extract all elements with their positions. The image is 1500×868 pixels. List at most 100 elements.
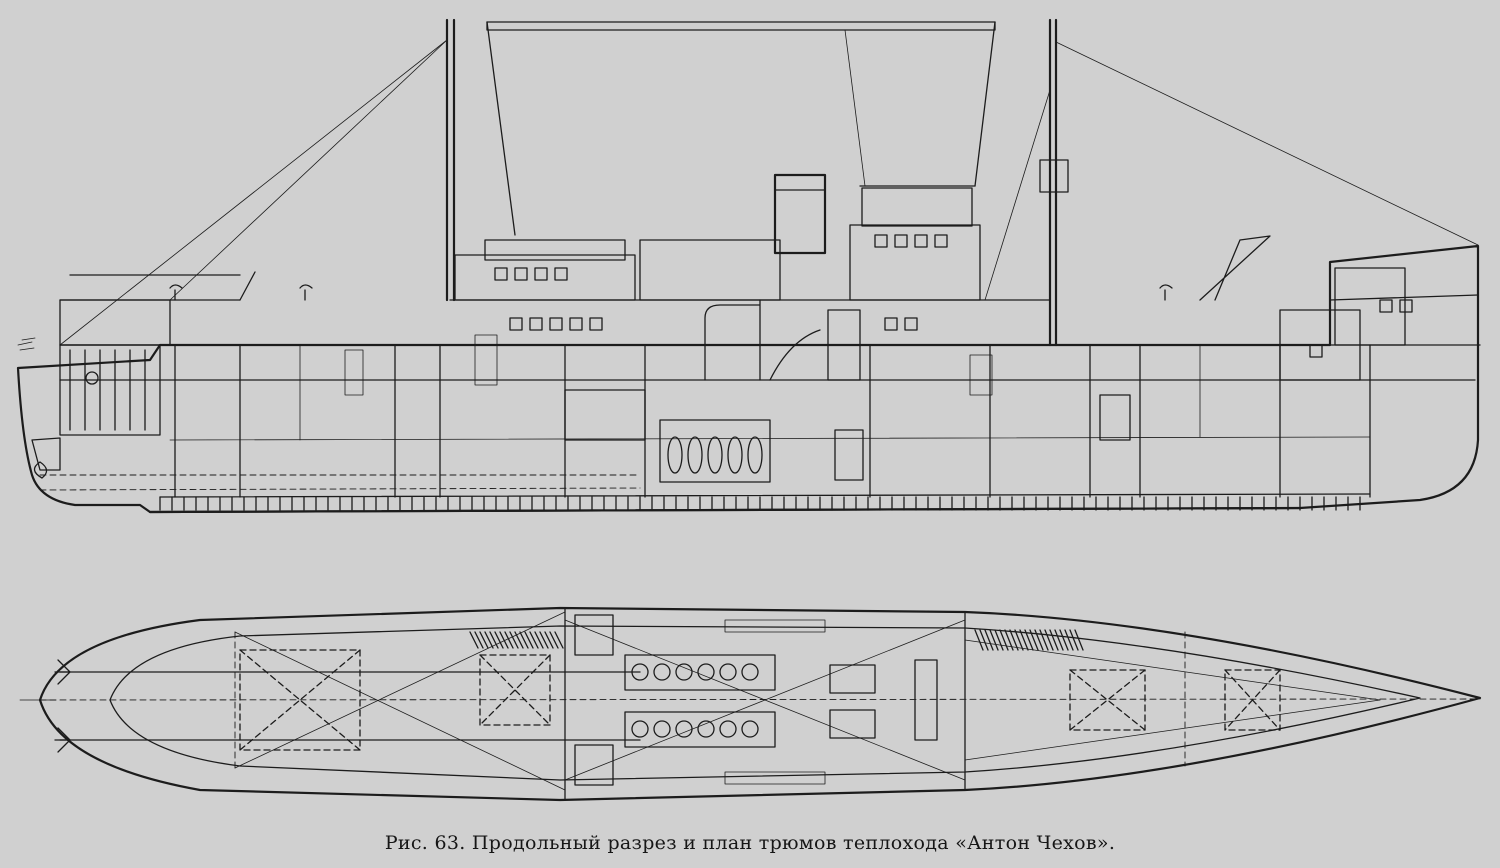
- stair-mid: [474, 334, 498, 386]
- bulkheads: [174, 344, 1371, 498]
- plan-cylinder: [675, 663, 693, 681]
- hatch-stroke: [469, 631, 479, 649]
- propeller-stern: [33, 461, 48, 479]
- longitudinal-section: [16, 18, 1481, 514]
- hatch-stroke: [1064, 629, 1074, 651]
- stern-rudder: [31, 437, 61, 471]
- window: [1399, 299, 1413, 313]
- window: [934, 234, 948, 248]
- aft-stay: [169, 39, 448, 301]
- crows-nest: [1039, 159, 1069, 193]
- hatch-stroke: [1069, 629, 1079, 651]
- window: [569, 317, 583, 331]
- engine-cylinder: [667, 436, 683, 474]
- funnel: [773, 173, 827, 255]
- window: [894, 234, 908, 248]
- plan-engine-lower: [624, 711, 776, 748]
- hatch-stroke: [504, 631, 514, 649]
- hatch-stroke: [554, 631, 564, 649]
- window: [549, 317, 563, 331]
- window: [589, 317, 603, 331]
- fore-deckhouse: [1334, 267, 1406, 346]
- mizzen-back-stay: [984, 89, 1051, 301]
- stern-wheel: [85, 371, 99, 385]
- engine-casing: [564, 389, 646, 441]
- inner-bottom: [159, 493, 1371, 498]
- plan-aux-3: [574, 614, 614, 656]
- plan-aux-1: [829, 664, 876, 694]
- stay-left-b: [844, 29, 866, 187]
- window: [1379, 299, 1393, 313]
- plan-cylinder: [675, 720, 693, 738]
- plan-engine-cylinders: [631, 663, 759, 738]
- plan-hatch-fwd: [1069, 669, 1146, 731]
- generator: [834, 429, 864, 481]
- fore-stay: [1055, 41, 1479, 246]
- hatch-stroke: [1004, 629, 1014, 651]
- forecastle-deck: [1329, 294, 1479, 301]
- top-stay-frame: [486, 21, 996, 31]
- hatch-stroke: [489, 631, 499, 649]
- engine-cylinders: [667, 436, 763, 474]
- plan-inner-outline: [109, 625, 1421, 781]
- plan-cylinder: [741, 663, 759, 681]
- plan-diag-aft-1: [234, 631, 566, 791]
- plan-cylinder: [741, 720, 759, 738]
- stay-post-right: [974, 21, 996, 187]
- hatch-stroke: [1059, 629, 1069, 651]
- aft-cabin-block: [59, 344, 161, 436]
- hatch-stroke: [499, 631, 509, 649]
- plan-propeller-upper: [54, 659, 71, 685]
- plan-cylinder: [631, 720, 649, 738]
- hatch-stroke: [999, 629, 1009, 651]
- window: [874, 234, 888, 248]
- exhaust-pipe-2: [769, 329, 821, 381]
- hatch-stroke: [494, 631, 504, 649]
- hatch-stroke: [529, 631, 539, 649]
- plan-cylinder: [653, 663, 671, 681]
- window: [884, 317, 898, 331]
- window: [509, 317, 523, 331]
- funnel-base: [639, 239, 781, 301]
- hatch-stroke: [1019, 629, 1029, 651]
- hatch-stroke: [1049, 629, 1059, 651]
- plan-chain-upper: [724, 619, 826, 633]
- aft-derrick: [239, 271, 256, 301]
- hatch-stroke: [1044, 629, 1054, 651]
- plan-diag-aft-2: [234, 611, 566, 769]
- shaft-line-2: [39, 487, 641, 491]
- superstructure-windows: [494, 234, 1413, 358]
- stair-aft: [344, 349, 364, 396]
- hatch-stroke: [519, 631, 529, 649]
- hatch-stroke: [974, 629, 984, 651]
- aft-stay-2: [59, 39, 448, 346]
- window: [514, 267, 528, 281]
- stair-fwd: [969, 354, 993, 396]
- plan-cylinder: [697, 663, 715, 681]
- engine-cylinder: [747, 436, 763, 474]
- vent-2: [299, 284, 313, 301]
- figure-caption: Рис. 63. Продольный разрез и план трюмов…: [384, 832, 1116, 854]
- plan-diag-fwd-2: [964, 699, 1381, 761]
- vent-3: [1159, 284, 1173, 301]
- plan-chain-lower: [724, 771, 826, 785]
- plan-diag-eng-2: [564, 619, 966, 781]
- window: [914, 234, 928, 248]
- hatch-stroke: [479, 631, 489, 649]
- engine-cylinder: [707, 436, 723, 474]
- plan-cylinder: [697, 720, 715, 738]
- hatch-stroke: [514, 631, 524, 649]
- aft-cabin-grid: [69, 349, 146, 431]
- hold-plan: [19, 606, 1482, 802]
- hatch-stroke: [474, 631, 484, 649]
- hatch-stroke: [1029, 629, 1039, 651]
- double-bottom-cells: [159, 496, 1361, 511]
- window: [494, 267, 508, 281]
- bridge-house: [849, 224, 981, 301]
- hatch-stroke: [989, 629, 999, 651]
- hatch-stroke: [1034, 629, 1044, 651]
- stern-flag: [17, 337, 36, 351]
- hatch-stroke: [1024, 629, 1034, 651]
- plan-engine-upper: [624, 654, 776, 691]
